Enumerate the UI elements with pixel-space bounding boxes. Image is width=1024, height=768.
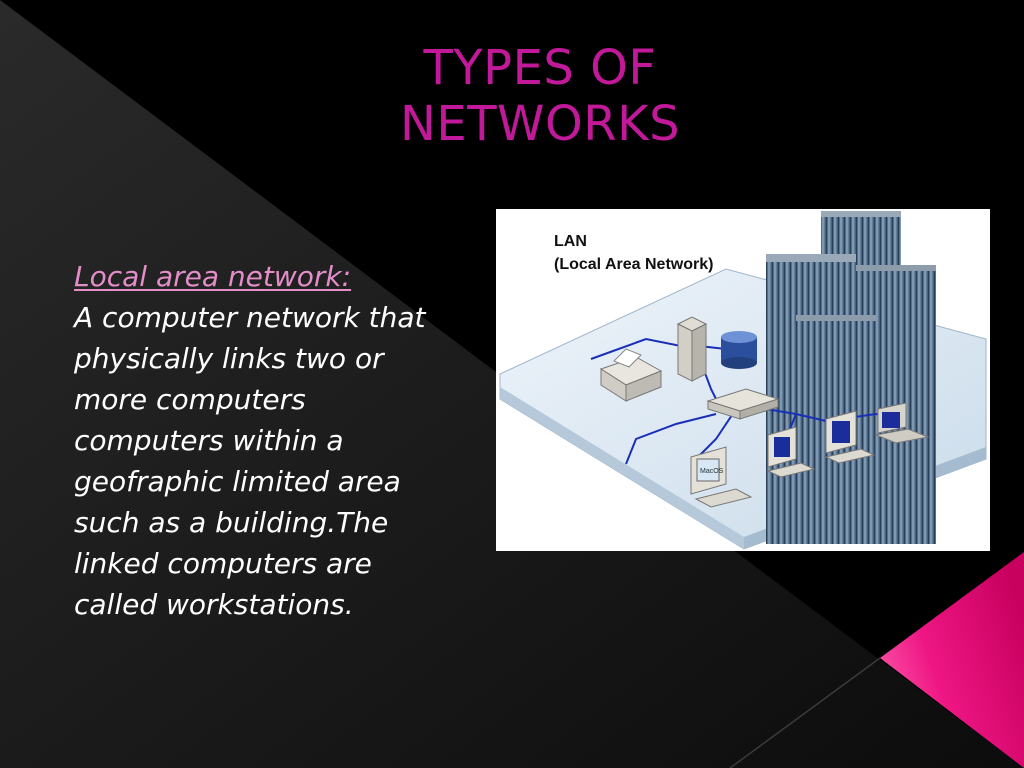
computer-icon — [824, 410, 876, 464]
monitor-text: MacOS — [700, 468, 724, 475]
server-icon — [676, 316, 708, 382]
database-icon — [721, 331, 757, 369]
diagram-title: LAN — [554, 233, 587, 250]
computer-icon — [766, 426, 816, 478]
title-line-2: NETWORKS — [399, 96, 681, 152]
printer-icon — [599, 348, 663, 402]
title-line-1: TYPES OF — [423, 40, 657, 96]
definition-text: A computer network that physically links… — [74, 301, 426, 621]
definition-term: Local area network: — [74, 260, 352, 293]
decorative-line — [729, 657, 881, 768]
diagram-subtitle: (Local Area Network) — [554, 256, 714, 273]
building-icon — [766, 211, 936, 544]
slide-title: TYPES OF NETWORKS — [300, 40, 780, 152]
body-text: Local area network: A computer network t… — [74, 256, 434, 625]
pink-accent-shape — [880, 552, 1024, 768]
laptop-icon — [874, 402, 930, 444]
lan-diagram-image: MacOS LAN (Local Area Network) — [496, 209, 990, 551]
router-icon — [706, 388, 780, 420]
mac-computer-icon: MacOS — [690, 446, 753, 508]
